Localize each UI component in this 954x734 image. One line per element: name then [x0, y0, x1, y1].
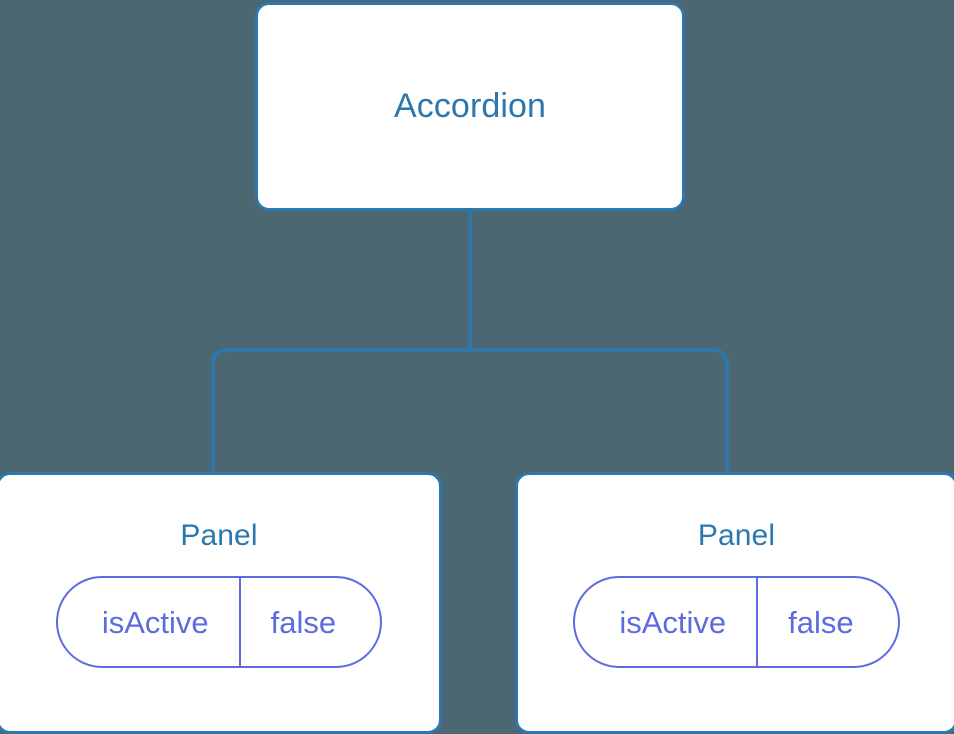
- node-panel-0[interactable]: Panel isActive false: [0, 472, 442, 734]
- node-accordion-title: Accordion: [393, 86, 547, 125]
- node-panel-0-state-key: isActive: [101, 604, 209, 640]
- edge-root-to-panel-0: [211, 348, 470, 476]
- node-panel-1[interactable]: Panel isActive false: [515, 472, 954, 734]
- node-panel-1-state-pill[interactable]: isActive false: [573, 576, 900, 668]
- node-panel-0-state-pill[interactable]: isActive false: [55, 576, 383, 668]
- edge-root-to-panel-1: [470, 348, 729, 476]
- node-panel-1-state-value: false: [756, 578, 897, 666]
- node-panel-0-state-value: false: [238, 578, 380, 666]
- node-panel-0-title: Panel: [180, 519, 258, 552]
- node-panel-1-state-key: isActive: [619, 604, 727, 640]
- node-accordion[interactable]: Accordion: [255, 2, 685, 211]
- node-panel-1-title: Panel: [697, 519, 776, 552]
